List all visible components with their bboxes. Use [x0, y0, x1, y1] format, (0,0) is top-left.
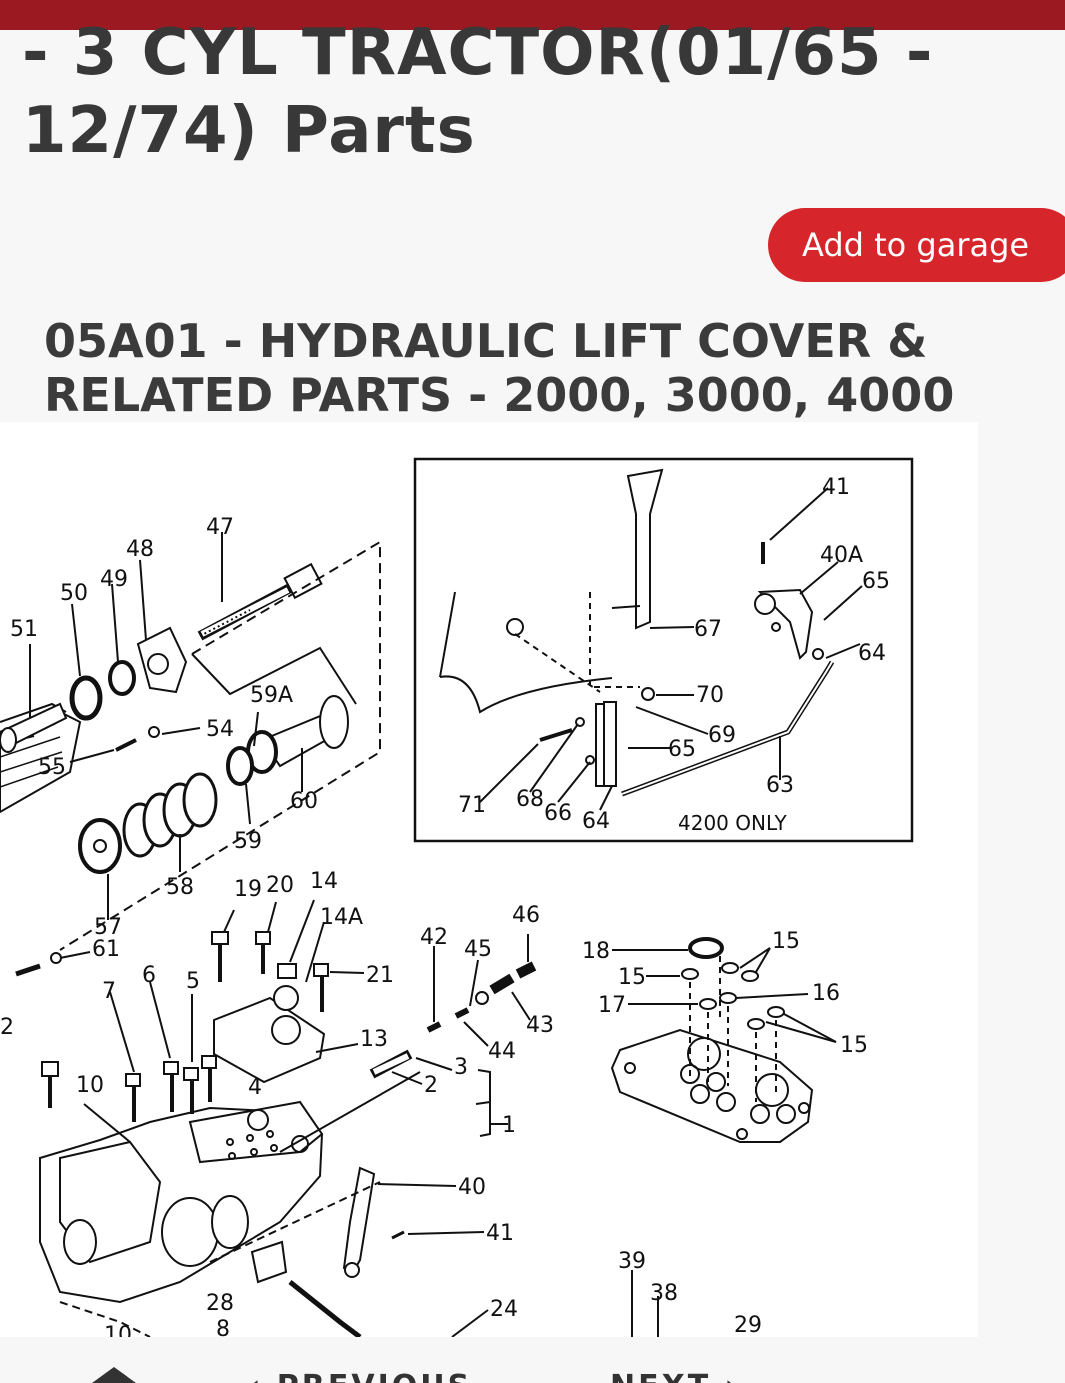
svg-text:46: 46 — [512, 903, 540, 928]
svg-text:54: 54 — [206, 717, 234, 742]
svg-text:16: 16 — [812, 981, 840, 1006]
svg-text:7: 7 — [102, 979, 116, 1004]
svg-text:71: 71 — [458, 793, 486, 818]
inset-note: 4200 ONLY — [678, 811, 787, 835]
svg-text:28: 28 — [206, 1291, 234, 1316]
svg-text:41: 41 — [822, 475, 850, 500]
svg-text:50: 50 — [60, 581, 88, 606]
bottom-nav: ‹ PREVIOUS NEXT › — [0, 1337, 1065, 1383]
svg-text:10: 10 — [76, 1073, 104, 1098]
svg-text:64: 64 — [582, 809, 610, 834]
svg-text:2: 2 — [0, 1015, 14, 1040]
svg-text:5: 5 — [186, 969, 200, 994]
section-title: 05A01 - HYDRAULIC LIFT COVER & RELATED P… — [44, 314, 955, 422]
svg-text:6: 6 — [142, 963, 156, 988]
svg-text:69: 69 — [708, 723, 736, 748]
svg-text:59A: 59A — [250, 683, 293, 708]
svg-text:58: 58 — [166, 875, 194, 900]
svg-text:15: 15 — [772, 929, 800, 954]
svg-text:49: 49 — [100, 567, 128, 592]
svg-text:57: 57 — [94, 915, 122, 940]
svg-text:59: 59 — [234, 829, 262, 854]
svg-text:44: 44 — [488, 1039, 516, 1064]
svg-text:29: 29 — [734, 1313, 762, 1337]
add-to-garage-button[interactable]: Add to garage — [768, 208, 1065, 282]
svg-text:65: 65 — [668, 737, 696, 762]
svg-text:20: 20 — [266, 873, 294, 898]
svg-text:40A: 40A — [820, 543, 863, 568]
svg-text:17: 17 — [598, 993, 626, 1018]
svg-text:47: 47 — [206, 515, 234, 540]
svg-text:64: 64 — [858, 641, 886, 666]
page-title: - 3 CYL TRACTOR(01/65 - 12/74) Parts — [22, 16, 934, 168]
svg-text:2: 2 — [424, 1073, 438, 1098]
svg-text:4: 4 — [248, 1075, 262, 1100]
svg-text:38: 38 — [650, 1281, 678, 1306]
svg-text:21: 21 — [366, 963, 394, 988]
previous-button[interactable]: ‹ PREVIOUS — [248, 1369, 472, 1383]
svg-text:15: 15 — [840, 1033, 868, 1058]
next-button[interactable]: NEXT › — [610, 1369, 740, 1383]
svg-text:66: 66 — [544, 801, 572, 826]
top-bar — [0, 0, 1065, 30]
svg-text:8: 8 — [216, 1317, 230, 1337]
svg-text:45: 45 — [464, 937, 492, 962]
svg-text:42: 42 — [420, 925, 448, 950]
svg-text:65: 65 — [862, 569, 890, 594]
svg-text:10: 10 — [104, 1323, 132, 1337]
svg-text:61: 61 — [92, 937, 120, 962]
svg-text:39: 39 — [618, 1249, 646, 1274]
svg-text:13: 13 — [360, 1027, 388, 1052]
svg-text:3: 3 — [454, 1055, 468, 1080]
svg-text:1: 1 — [502, 1113, 516, 1138]
svg-text:18: 18 — [582, 939, 610, 964]
svg-text:14: 14 — [310, 869, 338, 894]
svg-text:67: 67 — [694, 617, 722, 642]
svg-text:43: 43 — [526, 1013, 554, 1038]
svg-text:19: 19 — [234, 877, 262, 902]
svg-text:41: 41 — [486, 1221, 514, 1246]
svg-text:63: 63 — [766, 773, 794, 798]
svg-text:68: 68 — [516, 787, 544, 812]
svg-text:24: 24 — [490, 1297, 518, 1322]
svg-text:40: 40 — [458, 1175, 486, 1200]
parts-diagram[interactable]: 41 40A 65 64 67 70 69 65 63 71 68 66 64 … — [0, 422, 978, 1337]
home-icon[interactable] — [92, 1367, 136, 1383]
svg-text:14A: 14A — [320, 905, 363, 930]
svg-text:48: 48 — [126, 537, 154, 562]
svg-text:60: 60 — [290, 789, 318, 814]
svg-text:15: 15 — [618, 965, 646, 990]
svg-text:55: 55 — [38, 755, 66, 780]
svg-text:70: 70 — [696, 683, 724, 708]
svg-text:51: 51 — [10, 617, 38, 642]
